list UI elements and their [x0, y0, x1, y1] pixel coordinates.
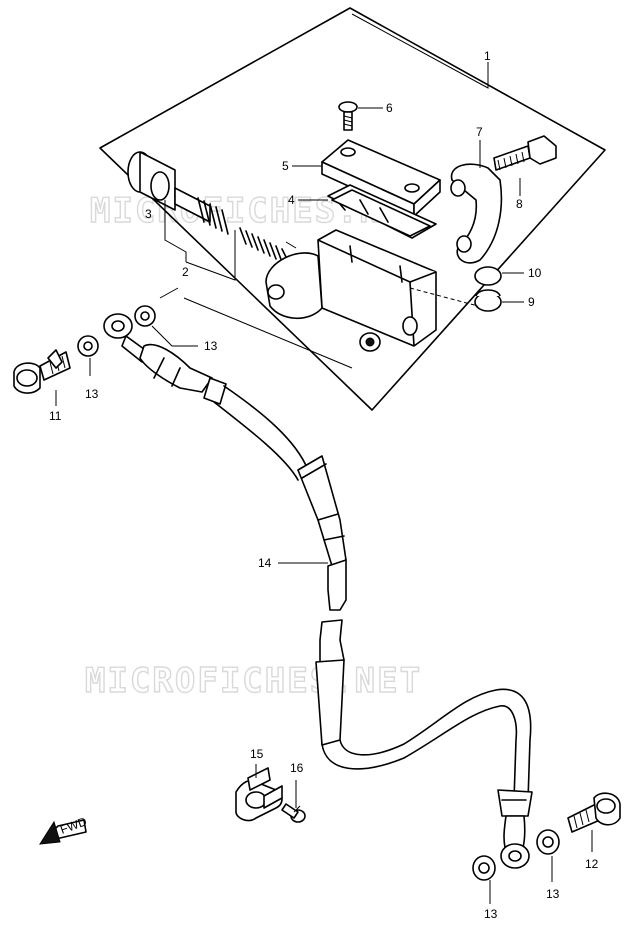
callout-5: 5	[282, 159, 289, 173]
callout-10: 10	[528, 266, 542, 280]
callout-7: 7	[476, 125, 483, 139]
callout-3: 3	[145, 207, 152, 221]
callout-13d: 13	[546, 887, 560, 901]
diaphragm	[327, 184, 437, 239]
alignment-line-body	[159, 287, 353, 369]
callout-1: 1	[484, 49, 491, 63]
leader-1	[351, 13, 489, 89]
banjo-bolt-11	[13, 349, 71, 394]
callout-12: 12	[585, 857, 599, 871]
callout-8: 8	[516, 197, 523, 211]
leader-13b	[151, 325, 198, 347]
callout-13b: 13	[204, 339, 218, 353]
bolt-8	[493, 135, 557, 171]
banjo-bolt-12	[567, 792, 621, 833]
piston-assembly	[127, 151, 297, 263]
cap-10	[474, 266, 502, 286]
leader-2	[185, 230, 236, 281]
brake-hose	[103, 313, 533, 869]
assembly-outline-box	[99, 7, 606, 411]
clamp-7	[450, 163, 503, 264]
callout-13c: 13	[484, 907, 498, 921]
callout-13a: 13	[85, 387, 99, 401]
washer-13-bottom-right	[536, 829, 560, 855]
screw-16	[281, 803, 306, 823]
callout-15: 15	[250, 747, 264, 761]
washer-13-left	[77, 335, 99, 357]
alignment-line-9	[409, 287, 479, 307]
reservoir-cap	[321, 139, 441, 217]
callout-4: 4	[288, 193, 295, 207]
leader-3-2	[164, 200, 187, 262]
screw-6	[338, 101, 358, 131]
callout-11: 11	[49, 409, 62, 423]
washer-13-upper	[134, 305, 156, 327]
forward-arrow-icon: FWD	[39, 814, 89, 845]
callout-16: 16	[290, 761, 304, 775]
callout-2: 2	[182, 265, 189, 279]
callout-9: 9	[528, 295, 535, 309]
plug-9	[474, 289, 502, 312]
watermark-bottom: MICROFICHES.NET	[85, 661, 422, 701]
callout-6: 6	[386, 101, 393, 115]
callout-14: 14	[258, 556, 272, 570]
washer-13-bottom-left	[472, 855, 496, 881]
hose-clamp-15	[235, 767, 283, 822]
master-cylinder-body	[265, 229, 437, 352]
